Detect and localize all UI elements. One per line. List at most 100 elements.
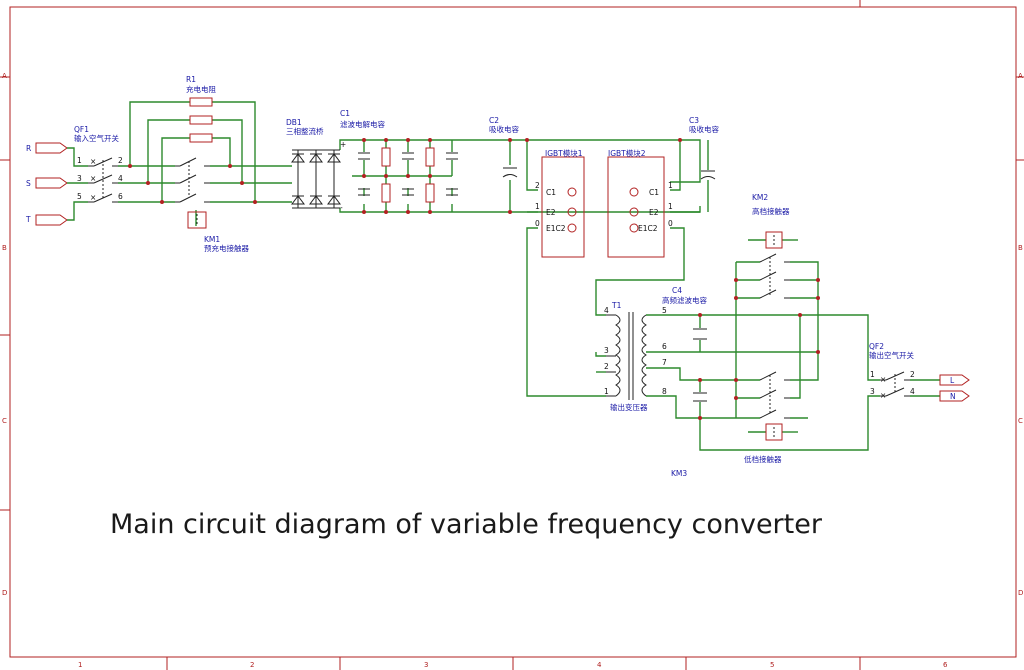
igbt2-pin-1b: 1 [668,202,673,211]
port-s-label: S [26,179,31,188]
qf2-pin-2: 2 [910,370,915,379]
qf1-ref: QF1 [74,125,89,134]
km3-coil-icon [765,423,783,441]
port-n-icon [939,390,970,402]
wires [67,101,940,451]
qf2-desc: 输出空气开关 [869,350,914,360]
qf2-pin-1: 1 [870,370,875,379]
zone-2: 2 [250,661,254,669]
km2-ref: KM2 [752,193,768,202]
qf2-pin-3: 3 [870,387,875,396]
igbt1-pin-0: 0 [535,219,540,228]
zone-3: 3 [424,661,428,669]
port-s-icon [35,177,68,189]
c4-ref: C4 [672,286,682,295]
port-t-label: T [25,215,31,224]
zone-b: B [2,244,7,252]
diode-icon [309,153,323,163]
igbt2-ref: IGBT模块2 [608,148,646,158]
igbt2-term-e1c2: E1C2 [638,224,658,233]
svg-text:×: × [90,193,96,202]
c3-desc: 吸收电容 [689,124,719,134]
svg-text:×: × [90,157,96,166]
igbt-module-1: IGBT模块1 C1 E2 E1C2 2 1 0 [535,148,585,258]
zone-b-right: B [1018,244,1023,252]
km1-contactor: KM1 预充电接触器 [175,157,249,253]
c4-capacitor: C4 高频滤波电容 [662,286,707,402]
c3-ref: C3 [689,116,699,125]
t1-ref: T1 [611,301,622,310]
igbt1-pin-2: 2 [535,181,540,190]
zone-a-right: A [1018,72,1023,80]
diode-icon [309,195,323,205]
input-ports: R S T [25,142,68,226]
qf1-breaker: QF1 输入空气开关 × × × 1 2 3 4 5 6 [74,125,123,203]
km1-coil-icon [187,211,207,229]
port-l-label: L [950,376,955,385]
qf2-ref: QF2 [869,342,884,351]
igbt2-term-c1: C1 [649,188,659,197]
db1-plus: + [340,140,346,149]
t1-transformer: T1 输出变压器 4 3 2 1 5 6 7 8 [604,301,667,412]
resistor-icon [189,97,213,107]
km1-desc: 预充电接触器 [204,243,249,253]
igbt1-term-c1: C1 [546,188,556,197]
zone-1: 1 [78,661,82,669]
igbt2-body [607,156,665,258]
c4-desc: 高频滤波电容 [662,295,707,305]
c2-capacitor: C2 吸收电容 [489,116,519,178]
qf2-breaker: QF2 输出空气开关 × × 1 2 3 4 [869,342,915,400]
db1-ref: DB1 [286,118,302,127]
svg-text:×: × [880,375,886,384]
qf1-pin-3: 3 [77,174,82,183]
qf1-pin-1: 1 [77,156,82,165]
r1-ref: R1 [186,75,196,84]
c1-capacitor-bank: C1 滤波电解电容 [340,109,458,212]
zone-a: A [2,72,7,80]
t1-pin-8: 8 [662,387,667,396]
qf1-pin-6: 6 [118,192,123,201]
zone-5: 5 [770,661,774,669]
igbt1-term-e1c2: E1C2 [546,224,566,233]
resistor-icon [189,115,213,125]
port-n-label: N [950,392,956,401]
port-t-icon [35,214,68,226]
zone-d: D [2,589,7,597]
diode-icon [327,153,341,163]
figure-caption: Main circuit diagram of variable frequen… [110,509,823,540]
igbt2-pin-0: 0 [668,219,673,228]
t1-pin-3: 3 [604,346,609,355]
km2-desc: 高档接触器 [752,206,790,216]
km3-desc: 低档接触器 [744,454,782,464]
diode-icon [327,195,341,205]
igbt1-ref: IGBT模块1 [545,148,583,158]
c2-ref: C2 [489,116,499,125]
igbt1-body [541,156,585,258]
igbt1-pin-1: 1 [535,202,540,211]
t1-pin-1: 1 [604,387,609,396]
zone-4: 4 [597,661,602,669]
c3-capacitor: C3 吸收电容 [689,116,719,180]
resistor-icon [425,183,435,203]
r1-resistors: R1 充电电阻 [186,75,216,143]
zone-c: C [2,417,7,425]
zone-d-right: D [1018,589,1023,597]
t1-pin-7: 7 [662,358,667,367]
t1-pin-6: 6 [662,342,667,351]
km3-ref: KM3 [671,469,687,478]
igbt-module-2: IGBT模块2 C1 E2 E1C2 1 1 0 [607,148,673,258]
resistor-icon [381,147,391,167]
diode-icon [291,195,305,205]
qf1-pin-5: 5 [77,192,82,201]
c1-desc: 滤波电解电容 [340,119,385,129]
port-l-icon [939,374,970,386]
km2-contactor: KM2 高档接触器 [752,193,790,299]
qf2-pin-4: 4 [910,387,915,396]
km2-coil-icon [765,231,783,249]
resistor-icon [189,133,213,143]
port-r-icon [35,142,68,154]
resistor-icon [381,183,391,203]
r1-desc: 充电电阻 [186,84,216,94]
